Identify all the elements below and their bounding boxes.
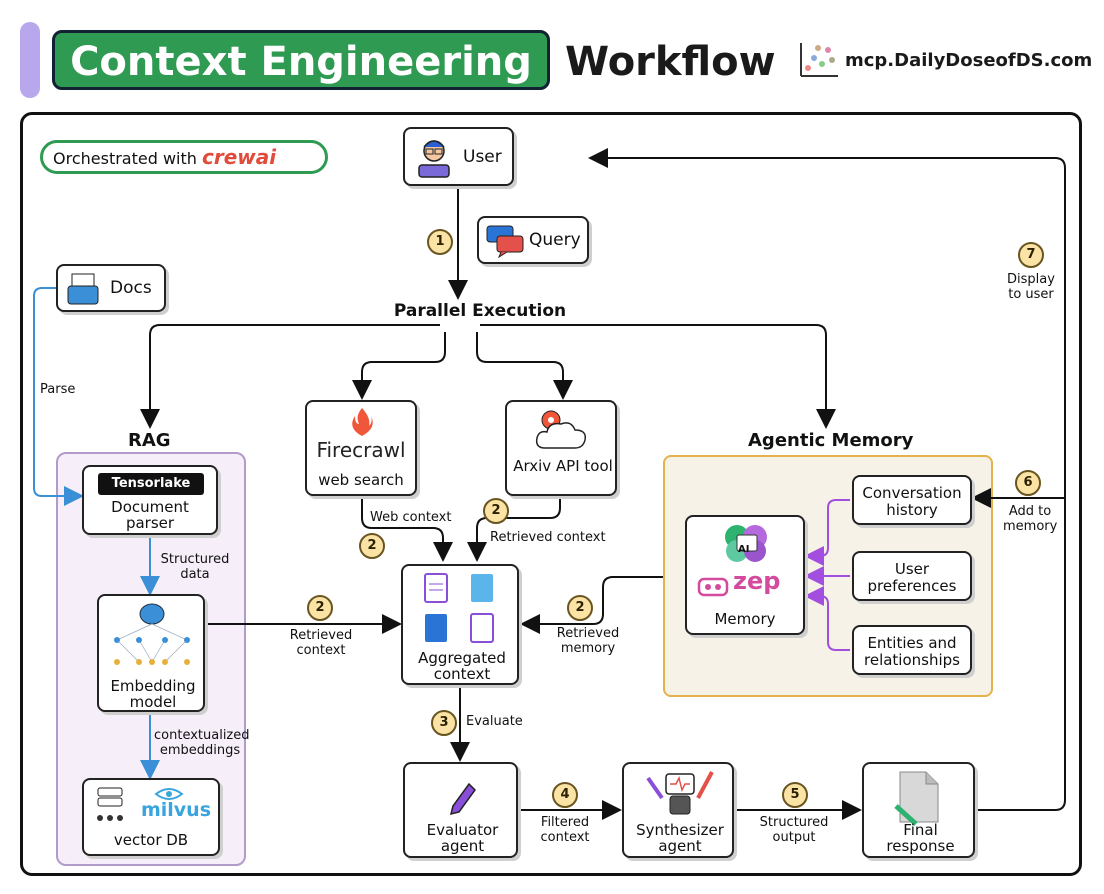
vector-db-label: vector DB bbox=[113, 831, 189, 849]
site-url[interactable]: mcp.DailyDoseofDS.com bbox=[845, 50, 1093, 71]
docs-label: Docs bbox=[110, 278, 152, 298]
step-badge-7: 7 bbox=[1018, 242, 1044, 268]
vector-db-node[interactable]: milvus vector DB bbox=[82, 778, 220, 856]
conversation-history-node[interactable]: Conversation history bbox=[852, 475, 972, 525]
web-context-label: Web context bbox=[370, 510, 452, 525]
aggregated-context-label: Aggregated context bbox=[418, 649, 506, 683]
user-preferences-node[interactable]: User preferences bbox=[852, 551, 972, 601]
arxiv-node[interactable]: Arxiv API tool bbox=[505, 400, 617, 496]
memory-label: Memory bbox=[714, 610, 776, 628]
document-pen-icon bbox=[894, 771, 939, 826]
user-label: User bbox=[463, 147, 502, 167]
ai-chip-label: AI bbox=[738, 544, 750, 555]
neural-network-icon bbox=[114, 603, 190, 665]
step-badge-5: 5 bbox=[782, 782, 808, 808]
embedding-model-node[interactable]: Embedding model bbox=[97, 594, 205, 712]
arrow-docs-to-parser bbox=[33, 287, 84, 506]
step-badge-1: 1 bbox=[427, 229, 453, 255]
firecrawl-brand: Firecrawl bbox=[316, 438, 406, 462]
milvus-logo: milvus bbox=[140, 799, 212, 821]
structured-data-label: Structured data bbox=[160, 552, 230, 582]
conversation-history-label: Conversation history bbox=[862, 484, 962, 519]
parse-label: Parse bbox=[40, 382, 76, 397]
step-badge-2-memory: 2 bbox=[567, 595, 593, 621]
evaluate-label: Evaluate bbox=[466, 714, 523, 729]
arrow-history-to-memory bbox=[804, 499, 850, 566]
scatter-logo-icon bbox=[800, 43, 838, 77]
user-node[interactable]: User bbox=[403, 127, 514, 186]
step-badge-6: 6 bbox=[1015, 470, 1041, 496]
final-response-node[interactable]: Final response bbox=[862, 762, 975, 858]
title-workflow: Workflow bbox=[565, 39, 776, 85]
arrow-to-firecrawl bbox=[352, 332, 446, 400]
firecrawl-sublabel: web search bbox=[318, 471, 404, 489]
zep-memory-node[interactable]: AI zep Memory bbox=[685, 515, 805, 635]
arrow-to-arxiv bbox=[476, 332, 573, 400]
retrieved-context-arxiv-label: Retrieved context bbox=[490, 530, 606, 545]
structured-output-label: Structured output bbox=[759, 815, 829, 845]
rag-title: RAG bbox=[128, 430, 171, 451]
add-to-memory-label: Add to memory bbox=[1003, 504, 1058, 534]
aggregated-context-node[interactable]: Aggregated context bbox=[401, 564, 519, 685]
arrow-entities-to-memory bbox=[804, 586, 850, 651]
agentic-memory-title: Agentic Memory bbox=[748, 430, 914, 451]
database-stack-icon bbox=[97, 787, 123, 821]
step-badge-4: 4 bbox=[552, 782, 578, 808]
documents-icon bbox=[424, 573, 494, 643]
document-parser-label: Document parser bbox=[111, 498, 189, 532]
chat-bubbles-icon bbox=[486, 225, 524, 258]
ai-brain-icon bbox=[725, 525, 767, 562]
workflow-frame bbox=[20, 112, 1082, 876]
arxiv-label: Arxiv API tool bbox=[513, 457, 613, 475]
crewai-logo: crewai bbox=[202, 145, 277, 169]
robot-tools-icon bbox=[646, 771, 714, 815]
query-node[interactable]: Query bbox=[477, 216, 589, 264]
filtered-context-label: Filtered context bbox=[540, 815, 590, 845]
step-badge-2-rag: 2 bbox=[307, 595, 333, 621]
user-avatar-icon bbox=[418, 140, 450, 178]
entities-relationships-label: Entities and relationships bbox=[864, 634, 960, 669]
final-response-label: Final response bbox=[886, 821, 955, 855]
arrow-firecrawl-to-aggregated bbox=[361, 496, 453, 562]
synthesizer-agent-label: Synthesizer agent bbox=[636, 821, 724, 855]
synthesizer-agent-node[interactable]: Synthesizer agent bbox=[622, 762, 734, 858]
step-badge-3: 3 bbox=[431, 710, 457, 736]
milvus-eye-icon bbox=[154, 788, 184, 800]
retrieved-memory-label: Retrieved memory bbox=[556, 626, 620, 656]
parallel-execution-label: Parallel Execution bbox=[393, 301, 567, 321]
display-to-user-label: Display to user bbox=[1007, 272, 1055, 302]
query-label: Query bbox=[529, 230, 581, 250]
cloud-gear-icon bbox=[535, 410, 587, 449]
arrow-to-rag bbox=[140, 324, 440, 429]
user-preferences-label: User preferences bbox=[867, 560, 957, 595]
entities-relationships-node[interactable]: Entities and relationships bbox=[852, 625, 972, 675]
contextualized-embeddings-label: contextualized embeddings bbox=[154, 728, 250, 758]
embedding-model-label: Embedding model bbox=[110, 677, 196, 711]
arrow-to-memory bbox=[480, 324, 836, 429]
step-badge-2-arxiv: 2 bbox=[483, 498, 509, 524]
zep-bot-icon bbox=[697, 577, 729, 597]
tensorlake-logo: Tensorlake bbox=[98, 473, 204, 495]
evaluator-agent-node[interactable]: Evaluator agent bbox=[403, 762, 518, 858]
docs-tray-icon bbox=[67, 273, 99, 305]
firecrawl-node[interactable]: Firecrawl web search bbox=[305, 400, 417, 496]
orchestrated-pill: Orchestrated with crewai bbox=[40, 140, 328, 174]
header-accent-bar bbox=[20, 22, 40, 98]
orchestrated-prefix: Orchestrated with bbox=[53, 149, 197, 168]
zep-logo: zep bbox=[733, 567, 781, 595]
evaluator-agent-label: Evaluator agent bbox=[426, 821, 499, 855]
arrow-memory-to-aggregated bbox=[520, 576, 663, 634]
docs-node[interactable]: Docs bbox=[56, 264, 166, 312]
arrow-arxiv-to-aggregated bbox=[467, 496, 561, 562]
pencil-icon bbox=[449, 782, 476, 816]
step-badge-2-web: 2 bbox=[359, 533, 385, 559]
document-parser-node[interactable]: Tensorlake Document parser bbox=[82, 465, 218, 535]
title-highlight: Context Engineering bbox=[52, 30, 550, 90]
retrieved-context-rag-label: Retrieved context bbox=[289, 628, 353, 658]
flame-icon bbox=[352, 408, 373, 436]
arrow-final-to-user bbox=[588, 148, 1066, 811]
